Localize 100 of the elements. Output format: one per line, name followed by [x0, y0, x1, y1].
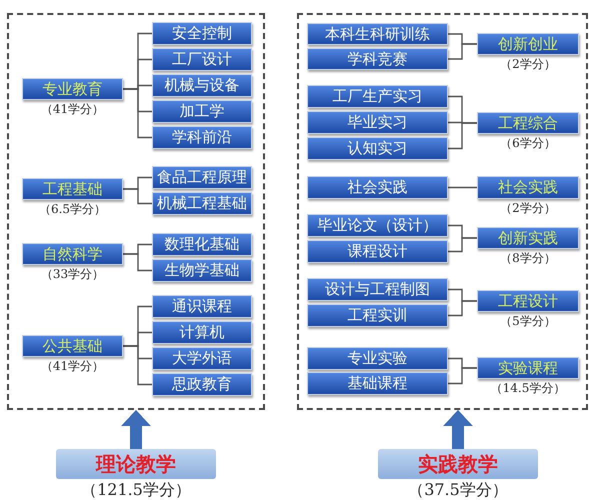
block-arrow — [121, 410, 151, 449]
credit-note: （6.5学分） — [38, 203, 108, 215]
course-box — [307, 278, 448, 301]
course-box — [152, 126, 252, 149]
course-name: 工程实训 — [348, 308, 408, 323]
course-box — [152, 192, 252, 215]
course-name: 加工学 — [180, 104, 224, 119]
course-name: 生物学基础 — [164, 263, 240, 278]
course-box — [152, 166, 252, 189]
category-box — [477, 176, 579, 199]
block-arrow — [443, 410, 473, 449]
course-name: 安全控制 — [172, 26, 232, 41]
course-box — [307, 137, 448, 160]
course-name: 工厂设计 — [172, 52, 232, 67]
teaching-title: 实践教学 — [418, 454, 498, 474]
course-name: 设计与工程制图 — [325, 282, 430, 297]
category-box — [22, 178, 123, 200]
course-box — [307, 111, 448, 134]
course-box — [307, 85, 448, 108]
course-box — [152, 259, 252, 282]
course-box — [152, 233, 252, 256]
category-name: 工程基础 — [42, 182, 102, 196]
credit-note: （41学分） — [40, 103, 106, 115]
category-name: 公共基础 — [42, 338, 102, 354]
course-box — [307, 214, 448, 237]
course-name: 思政教育 — [172, 377, 232, 392]
credit-note: （6学分） — [499, 137, 557, 149]
course-box — [152, 347, 252, 370]
category-box — [477, 33, 579, 55]
teaching-box — [56, 449, 216, 479]
course-box — [307, 347, 448, 370]
category-name: 工程设计 — [498, 294, 558, 308]
category-name: 创新创业 — [498, 36, 558, 52]
bracket-line — [123, 345, 152, 386]
course-name: 计算机 — [180, 325, 224, 340]
teaching-title: 理论教学 — [96, 454, 176, 474]
credit-note: （14.5学分） — [490, 382, 566, 394]
course-box — [152, 100, 252, 123]
course-name: 毕业论文（设计） — [318, 218, 438, 233]
course-box — [152, 48, 252, 71]
course-name: 机械与设备 — [164, 78, 240, 93]
bracket-line — [448, 122, 477, 150]
credit-note: （37.5学分） — [407, 482, 509, 498]
dashed-frame — [297, 13, 588, 410]
category-name: 实验课程 — [498, 360, 558, 376]
bracket-line — [448, 237, 477, 252]
course-name: 机械工程基础 — [157, 196, 247, 211]
bracket-line — [123, 88, 152, 138]
course-box — [152, 295, 252, 318]
course-name: 数理化基础 — [164, 237, 240, 252]
course-box — [307, 240, 448, 263]
course-name: 学科前沿 — [172, 130, 232, 145]
category-name: 社会实践 — [498, 180, 558, 195]
category-box — [477, 290, 579, 312]
category-box — [22, 78, 123, 100]
bracket-line — [448, 186, 477, 188]
course-box — [152, 22, 252, 45]
credit-note: （121.5学分） — [80, 482, 192, 498]
category-name: 自然科学 — [42, 246, 102, 262]
course-box — [152, 74, 252, 97]
course-name: 食品工程原理 — [157, 170, 247, 185]
bracket-line — [448, 43, 477, 60]
category-name: 专业教育 — [42, 82, 102, 96]
course-name: 大学外语 — [172, 351, 232, 366]
course-box — [307, 48, 448, 70]
category-box — [477, 357, 579, 379]
course-name: 通识课程 — [172, 299, 232, 314]
dashed-frame — [7, 13, 265, 410]
bracket-line — [123, 253, 152, 272]
course-box — [307, 304, 448, 327]
course-name: 学科竞赛 — [348, 52, 408, 66]
course-box — [152, 373, 252, 396]
teaching-box — [378, 449, 538, 479]
course-name: 认知实习 — [348, 141, 408, 156]
course-name: 工厂生产实习 — [332, 89, 422, 104]
bracket-line — [448, 300, 477, 316]
category-box — [22, 243, 123, 265]
course-name: 专业实验 — [348, 351, 408, 366]
category-name: 创新实践 — [498, 230, 558, 246]
credit-note: （2学分） — [499, 58, 557, 70]
bracket-line — [123, 188, 152, 204]
category-box — [477, 227, 579, 249]
course-box — [152, 321, 252, 344]
credit-note: （8学分） — [499, 252, 557, 264]
course-name: 毕业实习 — [348, 115, 408, 130]
category-box — [22, 335, 123, 357]
course-box — [307, 372, 448, 395]
credit-note: （2学分） — [499, 202, 557, 214]
bracket-line — [448, 367, 477, 384]
credit-note: （41学分） — [40, 360, 106, 372]
category-name: 工程综合 — [498, 116, 558, 130]
course-name: 基础课程 — [348, 376, 408, 391]
credit-note: （33学分） — [40, 268, 106, 280]
course-name: 社会实践 — [348, 180, 408, 195]
course-box — [307, 176, 448, 199]
course-name: 课程设计 — [348, 244, 408, 259]
category-box — [477, 112, 579, 134]
credit-note: （5学分） — [499, 315, 557, 327]
course-box — [307, 23, 448, 45]
course-name: 本科生科研训练 — [325, 26, 430, 42]
